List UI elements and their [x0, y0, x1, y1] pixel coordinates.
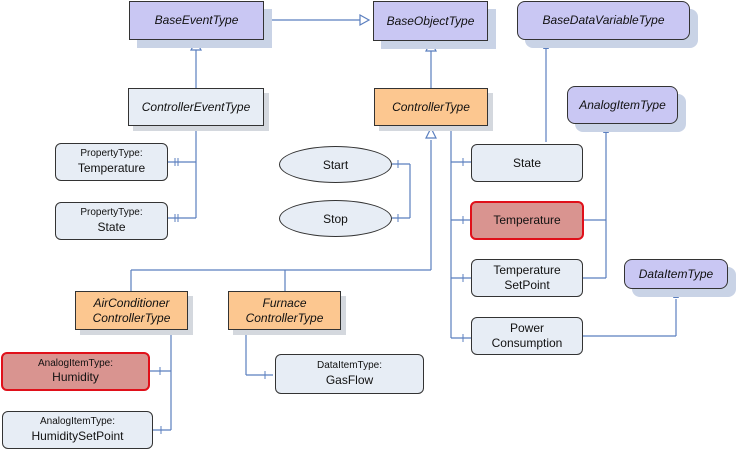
base-event-type-label: BaseEventType: [154, 13, 239, 27]
property-type-label: DataItemType:: [316, 360, 383, 372]
aircon-controller-type-line2: ControllerType: [92, 310, 171, 325]
property-humidity-setpoint[interactable]: AnalogItemType: HumiditySetPoint: [2, 411, 153, 449]
base-data-variable-type-label: BaseDataVariableType: [542, 13, 665, 27]
property-name: Temperature: [493, 213, 561, 227]
furnace-controller-type-line2: ControllerType: [245, 310, 324, 325]
property-name-line2: SetPoint: [504, 278, 550, 292]
property-type-label: AnalogItemType:: [39, 416, 116, 428]
property-name-line1: Power: [509, 321, 544, 335]
method-stop-label: Stop: [323, 211, 348, 226]
property-humidity[interactable]: AnalogItemType: Humidity: [1, 352, 150, 391]
base-object-type[interactable]: BaseObjectType: [373, 1, 488, 41]
property-name: HumiditySetPoint: [31, 428, 124, 443]
method-stop[interactable]: Stop: [279, 200, 392, 237]
aircon-controller-type[interactable]: AirConditioner ControllerType: [75, 291, 188, 330]
property-temperature[interactable]: Temperature: [470, 201, 584, 240]
property-state[interactable]: State: [471, 144, 583, 182]
method-start[interactable]: Start: [279, 146, 392, 183]
base-event-type[interactable]: BaseEventType: [129, 1, 264, 40]
property-type-label: AnalogItemType:: [37, 357, 114, 369]
controller-event-type-label: ControllerEventType: [141, 99, 251, 114]
furnace-controller-type[interactable]: Furnace ControllerType: [228, 291, 341, 330]
data-item-type[interactable]: DataItemType: [624, 259, 728, 289]
property-type-label: PropertyType:: [80, 207, 143, 219]
data-item-type-label: DataItemType: [638, 266, 714, 281]
property-name: State: [97, 219, 126, 234]
property-power-consumption[interactable]: Power Consumption: [471, 317, 583, 355]
property-temperature-setpoint[interactable]: Temperature SetPoint: [471, 259, 583, 297]
property-gasflow[interactable]: DataItemType: GasFlow: [275, 354, 424, 394]
property-name-line2: Consumption: [491, 336, 563, 350]
property-state-event[interactable]: PropertyType: State: [55, 202, 168, 240]
base-data-variable-type[interactable]: BaseDataVariableType: [517, 1, 690, 40]
controller-event-type[interactable]: ControllerEventType: [128, 88, 264, 126]
controller-type[interactable]: ControllerType: [374, 88, 488, 126]
property-name: Humidity: [52, 370, 99, 385]
analog-item-type-label: AnalogItemType: [579, 97, 666, 112]
method-start-label: Start: [322, 157, 349, 172]
property-type-label: PropertyType:: [80, 148, 143, 160]
property-name: GasFlow: [325, 372, 374, 387]
analog-item-type[interactable]: AnalogItemType: [567, 86, 678, 124]
aircon-controller-type-line1: AirConditioner: [93, 295, 170, 310]
base-object-type-label: BaseObjectType: [386, 13, 475, 28]
property-name: Temperature: [77, 160, 146, 175]
property-name: State: [512, 155, 542, 170]
controller-type-label: ControllerType: [392, 99, 470, 114]
property-temperature-event[interactable]: PropertyType: Temperature: [55, 143, 168, 181]
furnace-controller-type-line1: Furnace: [262, 295, 307, 310]
property-name-line1: Temperature: [493, 263, 561, 277]
